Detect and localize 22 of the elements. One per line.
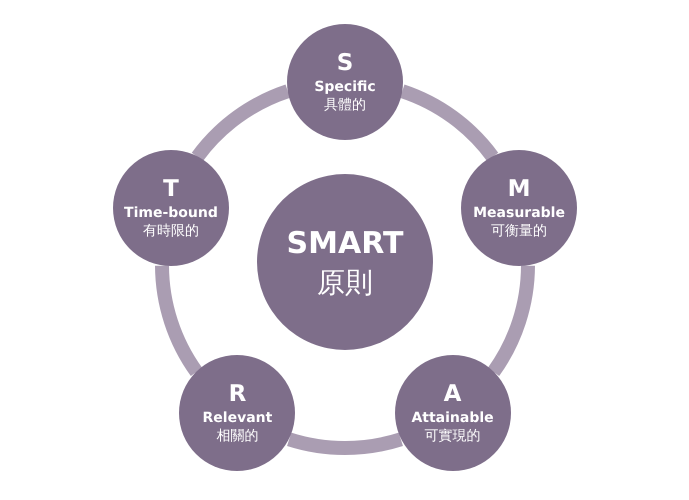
term-translation: 相關的 [216, 426, 258, 446]
term-translation: 有時限的 [142, 222, 199, 240]
letter: T [163, 176, 179, 204]
letter: A [444, 381, 462, 409]
term-translation: 可實現的 [424, 426, 481, 446]
term-label: Relevant [202, 408, 272, 427]
letter: S [336, 50, 354, 78]
letter: M [508, 176, 530, 204]
ring-arc [488, 265, 535, 376]
ring-arc [400, 84, 498, 162]
term-label: Time-bound [124, 204, 218, 222]
term-translation: 具體的 [324, 96, 366, 114]
ring-arc [287, 432, 403, 455]
letter: R [228, 381, 246, 409]
term-label: Attainable [411, 408, 494, 427]
term-translation: 可衡量的 [491, 222, 548, 240]
ring-arc [192, 84, 290, 162]
term-label: Specific [314, 78, 376, 96]
term-label: Measurable [473, 204, 565, 222]
center-subtitle: 原則 [317, 264, 373, 301]
ring-arc [155, 265, 202, 376]
center-title: SMART [286, 224, 404, 263]
